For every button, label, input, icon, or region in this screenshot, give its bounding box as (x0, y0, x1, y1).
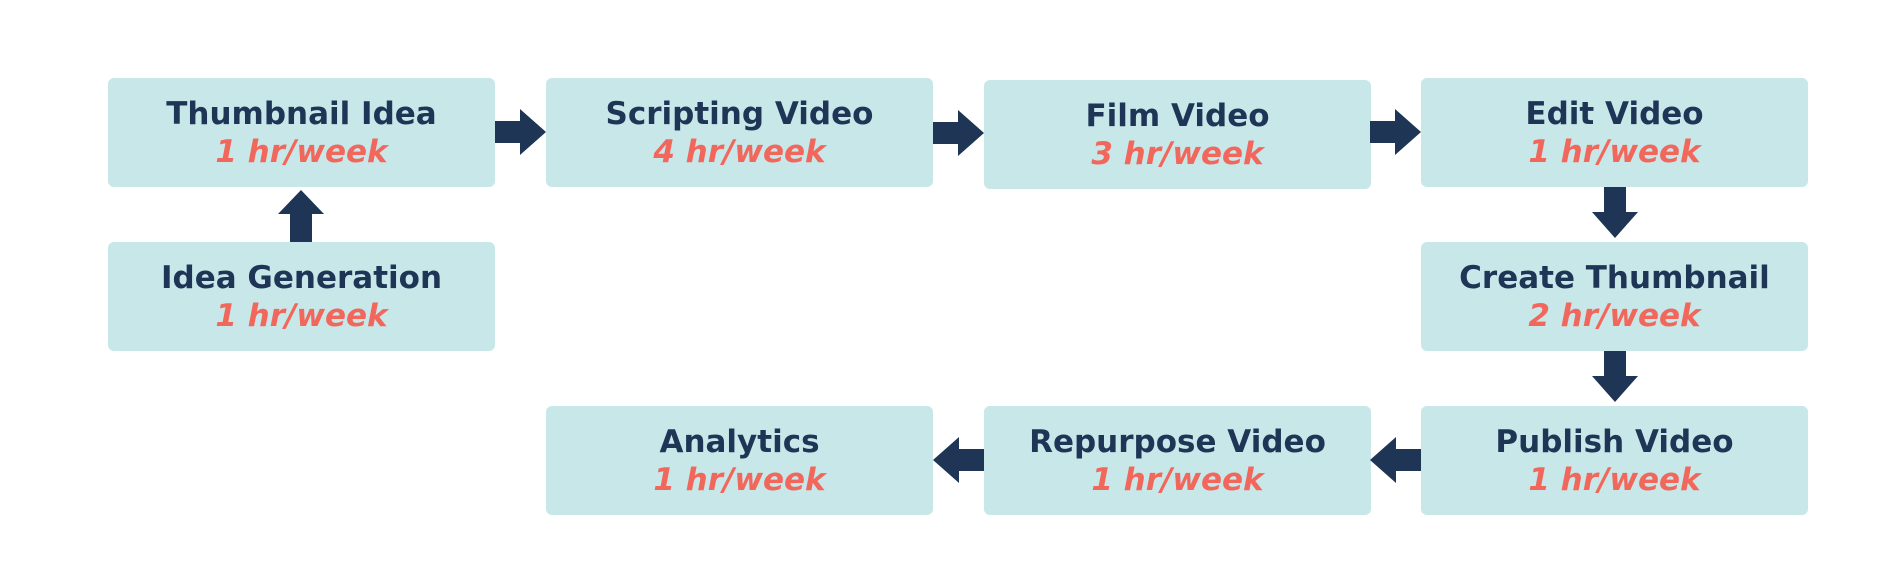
arrow-up-icon (278, 190, 324, 242)
step-title: Idea Generation (160, 259, 443, 296)
step-repurpose-video: Repurpose Video 1 hr/week (984, 406, 1371, 515)
step-create-thumbnail: Create Thumbnail 2 hr/week (1421, 242, 1808, 351)
step-time: 1 hr/week (1528, 461, 1701, 498)
step-time: 2 hr/week (1528, 297, 1701, 334)
step-publish-video: Publish Video 1 hr/week (1421, 406, 1808, 515)
arrow-right-icon (1370, 109, 1421, 155)
step-title: Analytics (659, 423, 820, 460)
step-title: Scripting Video (605, 95, 874, 132)
step-title: Create Thumbnail (1459, 259, 1770, 296)
step-time: 1 hr/week (1528, 133, 1701, 170)
step-idea-generation: Idea Generation 1 hr/week (108, 242, 495, 351)
step-title: Film Video (1085, 97, 1270, 134)
step-title: Publish Video (1495, 423, 1734, 460)
arrow-right-icon (495, 109, 546, 155)
step-title: Repurpose Video (1029, 423, 1326, 460)
step-time: 1 hr/week (215, 133, 388, 170)
step-analytics: Analytics 1 hr/week (546, 406, 933, 515)
step-time: 3 hr/week (1091, 135, 1264, 172)
step-time: 1 hr/week (215, 297, 388, 334)
step-film-video: Film Video 3 hr/week (984, 80, 1371, 189)
step-title: Edit Video (1525, 95, 1704, 132)
step-time: 4 hr/week (653, 133, 826, 170)
step-title: Thumbnail Idea (166, 95, 437, 132)
step-scripting-video: Scripting Video 4 hr/week (546, 78, 933, 187)
arrow-right-icon (933, 110, 984, 156)
arrow-down-icon (1592, 187, 1638, 238)
arrow-down-icon (1592, 351, 1638, 402)
step-edit-video: Edit Video 1 hr/week (1421, 78, 1808, 187)
step-thumbnail-idea: Thumbnail Idea 1 hr/week (108, 78, 495, 187)
arrow-left-icon (933, 437, 984, 483)
step-time: 1 hr/week (653, 461, 826, 498)
arrow-left-icon (1370, 437, 1421, 483)
step-time: 1 hr/week (1091, 461, 1264, 498)
